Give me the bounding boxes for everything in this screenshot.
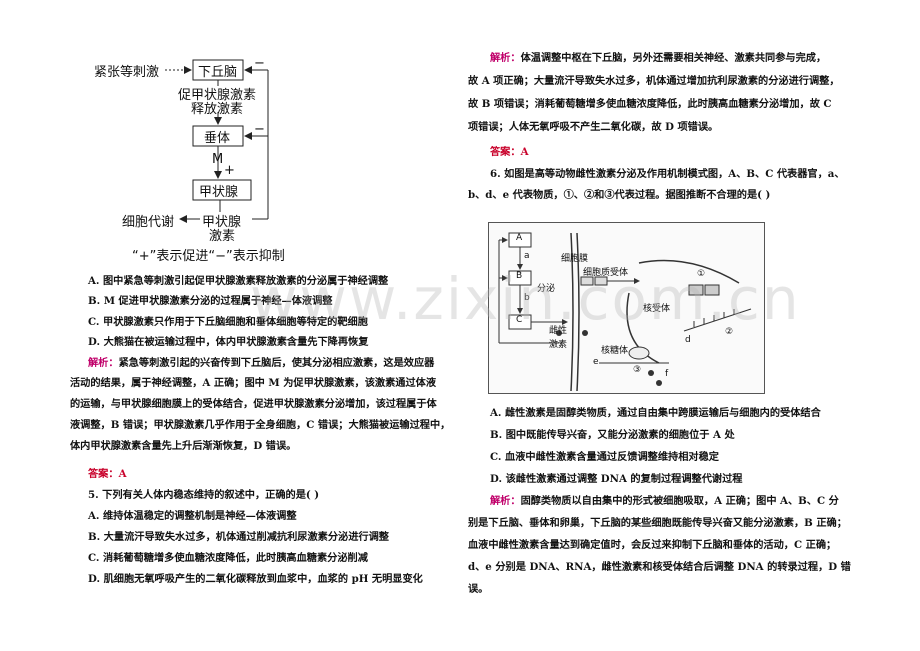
answer-value: A	[118, 468, 127, 480]
substance-d: d	[685, 335, 691, 345]
q6-stem-line1: 6. 如图是高等动物雌性激素分泌及作用机制模式图，A、B、C 代表器官，a、	[490, 168, 845, 180]
substance-b: b	[524, 293, 530, 303]
process-2: ②	[725, 327, 734, 337]
ribosome-label: 核糖体	[601, 346, 629, 356]
q5-analysis-line1: 解析：体温调整中枢在下丘脑，另外还需要相关神经、激素共同参与完成，	[490, 51, 826, 66]
analysis-tag: 解析：	[88, 357, 119, 369]
watermark: www.zixin.com.cn	[250, 265, 801, 333]
secretion-label: 分泌	[537, 284, 556, 294]
q4-analysis-line5: 体内甲状腺激素含量先上升后渐渐恢复，D 错误。	[70, 440, 297, 452]
thyroid-hormone-line1: 甲状腺	[202, 215, 242, 230]
thyroid-label: 甲状腺	[199, 185, 239, 200]
process-1: ①	[697, 269, 706, 279]
q5-option-d: D. 肌细胞无氧呼吸产生的二氧化碳释放到血浆中，血浆的 pH 无明显变化	[88, 573, 423, 585]
q4-option-b: B. M 促进甲状腺激素分泌的过程属于神经—体液调整	[88, 295, 333, 307]
q5-analysis-line3: 故 B 项错误；消耗葡萄糖增多使血糖浓度降低，此时胰高血糖素分泌增加，故 C	[468, 98, 832, 110]
q5-option-b: B. 大量流汗导致失水过多，机体通过削减抗利尿激素分泌进行调整	[88, 531, 389, 543]
q4-analysis-line4: 液调整，B 错误；甲状腺激素几乎作用于全身细胞，C 错误；大熊猫被运输过程中，	[70, 419, 451, 431]
hypothalamus-label: 下丘脑	[198, 65, 238, 80]
q4-option-a: A. 图中紧急等刺激引起促甲状腺激素释放激素的分泌属于神经调整	[88, 275, 389, 287]
diagram-lines	[165, 59, 269, 223]
q6-analysis-line2: 别是下丘脑、垂体和卵巢，下丘脑的某些细胞既能传导兴奋又能分泌激素，B 正确；	[468, 517, 847, 529]
q6-option-d: D. 该雌性激素通过调整 DNA 的复制过程调整代谢过程	[490, 473, 743, 485]
q5-option-a: A. 维持体温稳定的调整机制是神经—体液调整	[88, 510, 297, 522]
answer-value: A	[520, 146, 529, 158]
q6-stem-line2: b、d、e 代表物质，①、②和③代表过程。据图推断不合理的是( )	[468, 189, 771, 201]
q6-option-a: A. 雌性激素是固醇类物质，通过自由集中跨膜运输后与细胞内的受体结合	[490, 407, 821, 419]
substance-e: e	[593, 357, 599, 367]
q5-stem: 5. 下列有关人体内稳态维持的叙述中，正确的是( )	[88, 489, 320, 501]
q6-option-b: B. 图中既能传导兴奋，又能分泌激素的细胞位于 A 处	[490, 429, 735, 441]
pituitary-label: 垂体	[204, 131, 231, 146]
cytoplasm-receptor-label: 细胞质受体	[583, 268, 629, 278]
thyroid-box	[192, 179, 252, 201]
q4-analysis-line2: 活动的结果，属于神经调整，A 正确；图中 M 为促甲状腺激素，该激素通过体液	[70, 377, 437, 389]
q6-analysis-line4: d、e 分别是 DNA、RNA，雌性激素和核受体结合后调整 DNA 的转录过程，…	[468, 561, 851, 573]
q4-option-c: C. 甲状腺激素只作用于下丘脑细胞和垂体细胞等特定的靶细胞	[88, 316, 368, 328]
minus-sign-1: −	[254, 56, 265, 71]
q6-analysis-line1: 解析：固醇类物质以自由集中的形式被细胞吸取，A 正确；图中 A、B、C 分	[490, 494, 839, 509]
q6-analysis-line3: 血液中雌性激素含量达到确定值时，会反过来抑制下丘脑和垂体的活动，C 正确；	[468, 539, 837, 551]
hormone-diagram-lines	[498, 232, 752, 392]
female-hormone-label-1: 雌性	[549, 326, 568, 336]
metabolism-label: 细胞代谢	[122, 215, 175, 230]
q5-analysis-line4: 项错误；人体无氧呼吸不产生二氧化碳，故 D 项错误。	[468, 121, 719, 133]
q6-analysis-line5: 误。	[468, 583, 489, 595]
minus-sign-2: −	[254, 122, 265, 137]
female-hormone-diagram: A B C a b 细胞膜 细胞质受体 分泌 核受体 雌性 激素 核糖体 d e…	[488, 222, 765, 394]
substance-a: a	[524, 251, 530, 261]
m-label: M	[212, 152, 224, 167]
trh-label-line1: 促甲状腺激素	[178, 88, 257, 103]
substance-f: f	[665, 369, 669, 379]
nuclear-receptor-label: 核受体	[643, 304, 671, 314]
q5-analysis-line2: 故 A 项正确；大量流汗导致失水过多，机体通过增加抗利尿激素的分泌进行调整，	[468, 75, 840, 87]
diagram-legend: “+”表示促进“−”表示抑制	[132, 249, 285, 264]
organ-a: A	[516, 233, 523, 243]
answer-tag: 答案：	[490, 146, 521, 158]
q4-analysis-line1: 解析：紧急等刺激引起的兴奋传到下丘脑后，使其分泌相应激素，这是效应器	[88, 356, 434, 371]
analysis-tag: 解析：	[490, 495, 521, 507]
cell-membrane-label: 细胞膜	[561, 254, 589, 264]
stimulus-label: 紧张等刺激	[94, 65, 160, 80]
q4-option-d: D. 大熊猫在被运输过程中，体内甲状腺激素含量先下降再恢复	[88, 336, 369, 348]
q6-option-c: C. 血液中雌性激素含量通过反馈调整维持相对稳定	[490, 451, 719, 463]
organ-c: C	[516, 315, 523, 325]
process-3: ③	[633, 365, 642, 375]
plus-sign: +	[224, 163, 235, 178]
q4-analysis-line3: 的运输，与甲状腺细胞膜上的受体结合，促进甲状腺激素分泌增加，该过程属于体	[70, 398, 437, 410]
analysis-text: 固醇类物质以自由集中的形式被细胞吸取，A 正确；图中 A、B、C 分	[520, 495, 839, 507]
trh-label-line2: 释放激素	[191, 102, 244, 117]
female-hormone-label-2: 激素	[549, 340, 568, 350]
analysis-text: 紧急等刺激引起的兴奋传到下丘脑后，使其分泌相应激素，这是效应器	[118, 357, 435, 369]
thyroid-regulation-diagram: 紧张等刺激 下丘脑 − 促甲状腺激素 释放激素 垂体 − M + 甲状腺 细胞代…	[80, 56, 460, 266]
q4-answer: 答案：A	[88, 467, 126, 482]
q5-option-c: C. 消耗葡萄糖增多使血糖浓度降低，此时胰高血糖素分泌削减	[88, 552, 368, 564]
analysis-tag: 解析：	[490, 52, 521, 64]
thyroid-hormone-line2: 激素	[209, 229, 236, 244]
q5-answer: 答案：A	[490, 145, 528, 160]
analysis-text: 体温调整中枢在下丘脑，另外还需要相关神经、激素共同参与完成，	[520, 52, 827, 64]
organ-b: B	[516, 271, 523, 281]
answer-tag: 答案：	[88, 468, 119, 480]
